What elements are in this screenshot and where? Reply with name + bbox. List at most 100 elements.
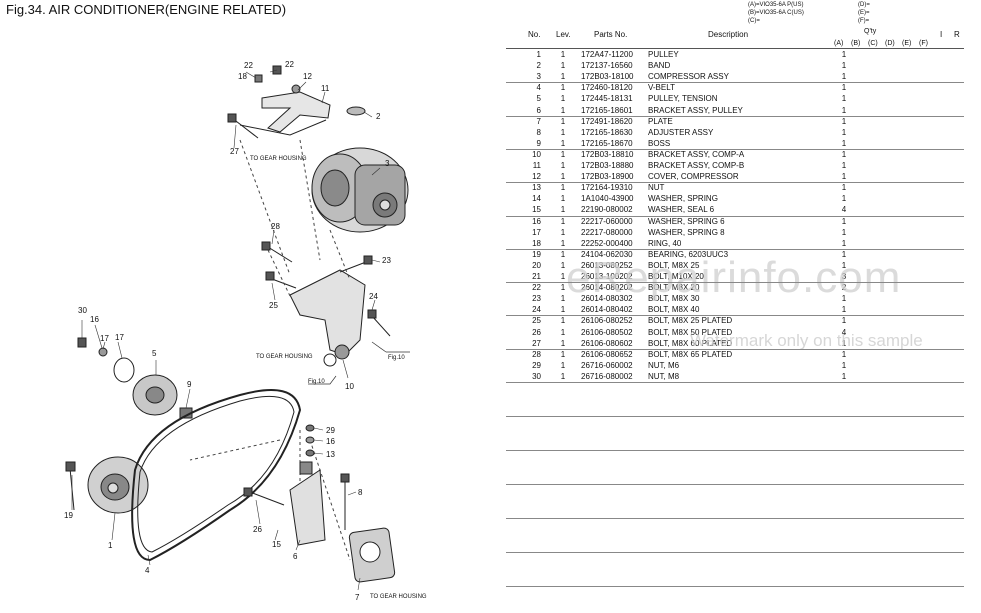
part-qty-cell: 1 bbox=[841, 83, 847, 93]
header-qty: Q'ty bbox=[864, 28, 877, 35]
part-qty-cell: 1 bbox=[841, 72, 847, 82]
part-lev-cell: 1 bbox=[560, 272, 566, 281]
part-number-cell: 26013-080252 bbox=[581, 260, 633, 270]
part-qty-cell: 1 bbox=[841, 249, 847, 259]
part-no-cell: 30 bbox=[532, 371, 541, 381]
part-lev-cell: 1 bbox=[560, 227, 566, 237]
callout-16: 16 bbox=[326, 437, 335, 446]
group-rule bbox=[506, 348, 964, 350]
part-description-cell: BOLT, M8X 25 bbox=[648, 260, 700, 270]
part-number-cell: 22252-000400 bbox=[581, 238, 633, 248]
callout-26: 26 bbox=[253, 525, 262, 534]
part-description-cell: BOLT, M10X 20 bbox=[648, 272, 704, 281]
part-qty-cell: 1 bbox=[841, 61, 847, 71]
part-number-cell: 172A47-11200 bbox=[581, 50, 633, 59]
callout-30: 30 bbox=[78, 306, 87, 315]
part-lev-cell: 1 bbox=[560, 294, 566, 304]
part-description-cell: BRACKET ASSY, COMP-A bbox=[648, 149, 745, 159]
qty-col-a: (A) bbox=[834, 40, 844, 47]
callout-8: 8 bbox=[358, 488, 363, 497]
callout-22b: 22 bbox=[285, 60, 294, 69]
part-no-cell: 6 bbox=[536, 105, 541, 115]
header-description: Description bbox=[708, 30, 749, 39]
callout-29: 29 bbox=[326, 426, 335, 435]
part-number-cell: 22190-080002 bbox=[581, 205, 633, 215]
part-number-cell: 26106-080502 bbox=[581, 327, 633, 337]
part-qty-cell: 1 bbox=[841, 161, 847, 170]
empty-rule bbox=[506, 450, 964, 451]
part-no-cell: 28 bbox=[532, 349, 541, 359]
part-qty-cell: 1 bbox=[841, 116, 847, 126]
part-number-cell: 26014-080302 bbox=[581, 294, 633, 304]
group-rule bbox=[506, 82, 964, 84]
group-rule bbox=[506, 115, 964, 117]
part-description-cell: BRACKET ASSY, PULLEY bbox=[648, 105, 743, 115]
part-no-cell: 2 bbox=[536, 61, 541, 71]
header-rule bbox=[506, 48, 964, 49]
part-qty-cell: 1 bbox=[841, 338, 847, 348]
part-lev-cell: 1 bbox=[560, 138, 566, 148]
part-number-cell: 22217-060000 bbox=[581, 216, 633, 226]
part-number-cell: 172491-18620 bbox=[581, 116, 633, 126]
part-lev-cell: 1 bbox=[560, 238, 566, 248]
part-lev-cell: 1 bbox=[560, 116, 566, 126]
group-rule bbox=[506, 282, 964, 284]
part-no-cell: 17 bbox=[532, 227, 541, 237]
part-qty-cell: 1 bbox=[841, 127, 847, 137]
header-i: I bbox=[940, 30, 943, 39]
part-number-cell: 26014-080202 bbox=[581, 283, 633, 293]
to-gear-housing-upper: TO GEAR HOUSING bbox=[250, 156, 307, 162]
part-no-cell: 12 bbox=[532, 172, 541, 182]
part-qty-cell: 1 bbox=[841, 94, 847, 104]
part-number-cell: 26716-060002 bbox=[581, 360, 633, 370]
part-lev-cell: 1 bbox=[560, 172, 566, 182]
part-lev-cell: 1 bbox=[560, 183, 566, 193]
part-lev-cell: 1 bbox=[560, 371, 566, 381]
part-lev-cell: 1 bbox=[560, 216, 566, 226]
part-number-cell: 172B03-18900 bbox=[581, 172, 634, 182]
watermark-sub: Watermark only on this sample bbox=[690, 331, 923, 350]
part-lev-cell: 1 bbox=[560, 316, 566, 326]
model-f: (F)= bbox=[858, 18, 870, 24]
part-qty-cell: 1 bbox=[841, 316, 847, 326]
part-number-cell: 26106-080652 bbox=[581, 349, 633, 359]
part-number-cell: 172164-19310 bbox=[581, 183, 633, 193]
part-no-cell: 18 bbox=[532, 238, 541, 248]
part-no-cell: 21 bbox=[532, 272, 541, 281]
part-number-cell: 172445-18131 bbox=[581, 94, 633, 104]
part-no-cell: 1 bbox=[536, 50, 541, 59]
part-lev-cell: 1 bbox=[560, 349, 566, 359]
part-description-cell: BOLT, M8X 60 PLATED bbox=[648, 338, 733, 348]
part-qty-cell: 1 bbox=[841, 105, 847, 115]
part-no-cell: 22 bbox=[532, 283, 541, 293]
part-number-cell: 26716-080002 bbox=[581, 371, 633, 381]
part-description-cell: COVER, COMPRESSOR bbox=[648, 172, 739, 182]
part-no-cell: 14 bbox=[532, 194, 541, 204]
part-no-cell: 7 bbox=[536, 116, 541, 126]
callout-24: 24 bbox=[369, 292, 378, 301]
part-number-cell: 172137-16560 bbox=[581, 61, 633, 71]
callout-13: 13 bbox=[326, 450, 335, 459]
part-number-cell: 26106-080602 bbox=[581, 338, 633, 348]
group-rule bbox=[506, 248, 964, 250]
part-number-cell: 172165-18670 bbox=[581, 138, 633, 148]
part-qty-cell: 4 bbox=[841, 327, 847, 337]
qty-col-e: (E) bbox=[902, 40, 912, 47]
part-lev-cell: 1 bbox=[560, 283, 566, 293]
empty-rule bbox=[506, 484, 964, 485]
callout-3: 3 bbox=[385, 159, 390, 168]
